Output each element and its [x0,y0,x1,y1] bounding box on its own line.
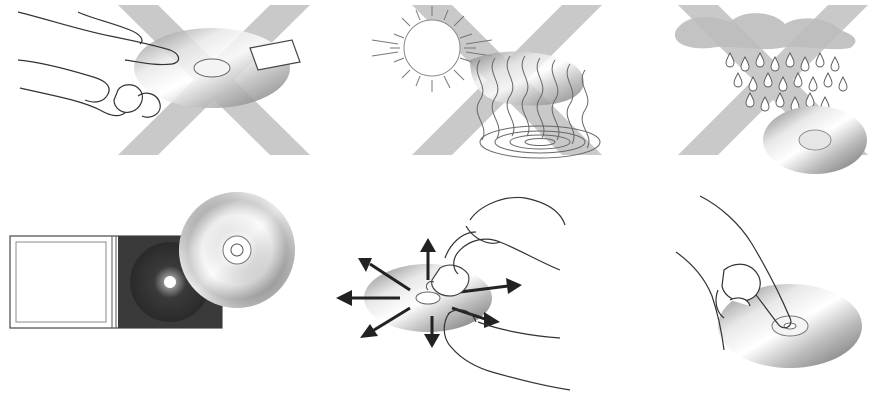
panel-no-moisture [674,5,868,174]
disc-icon [179,192,295,308]
cloud-icon [674,13,856,50]
hand-icon [443,196,571,391]
hand-icon [17,11,180,118]
heat-waves-icon [476,55,601,159]
panel-store-in-case [9,192,295,329]
panel-wipe-center-outward [336,196,571,391]
arrows-icon [336,238,522,348]
sticker-label-icon [249,39,301,71]
panel-hold-by-edge-and-hole [675,195,862,368]
panel-no-heat-or-sun [371,5,602,159]
disc-icon [763,106,867,174]
warped-disc-icon [470,51,584,106]
hand-icon [675,195,792,351]
sun-icon [371,6,493,92]
disc-icon [718,284,862,368]
cloth-icon [425,264,470,297]
panel-no-touching-surface [17,5,310,155]
